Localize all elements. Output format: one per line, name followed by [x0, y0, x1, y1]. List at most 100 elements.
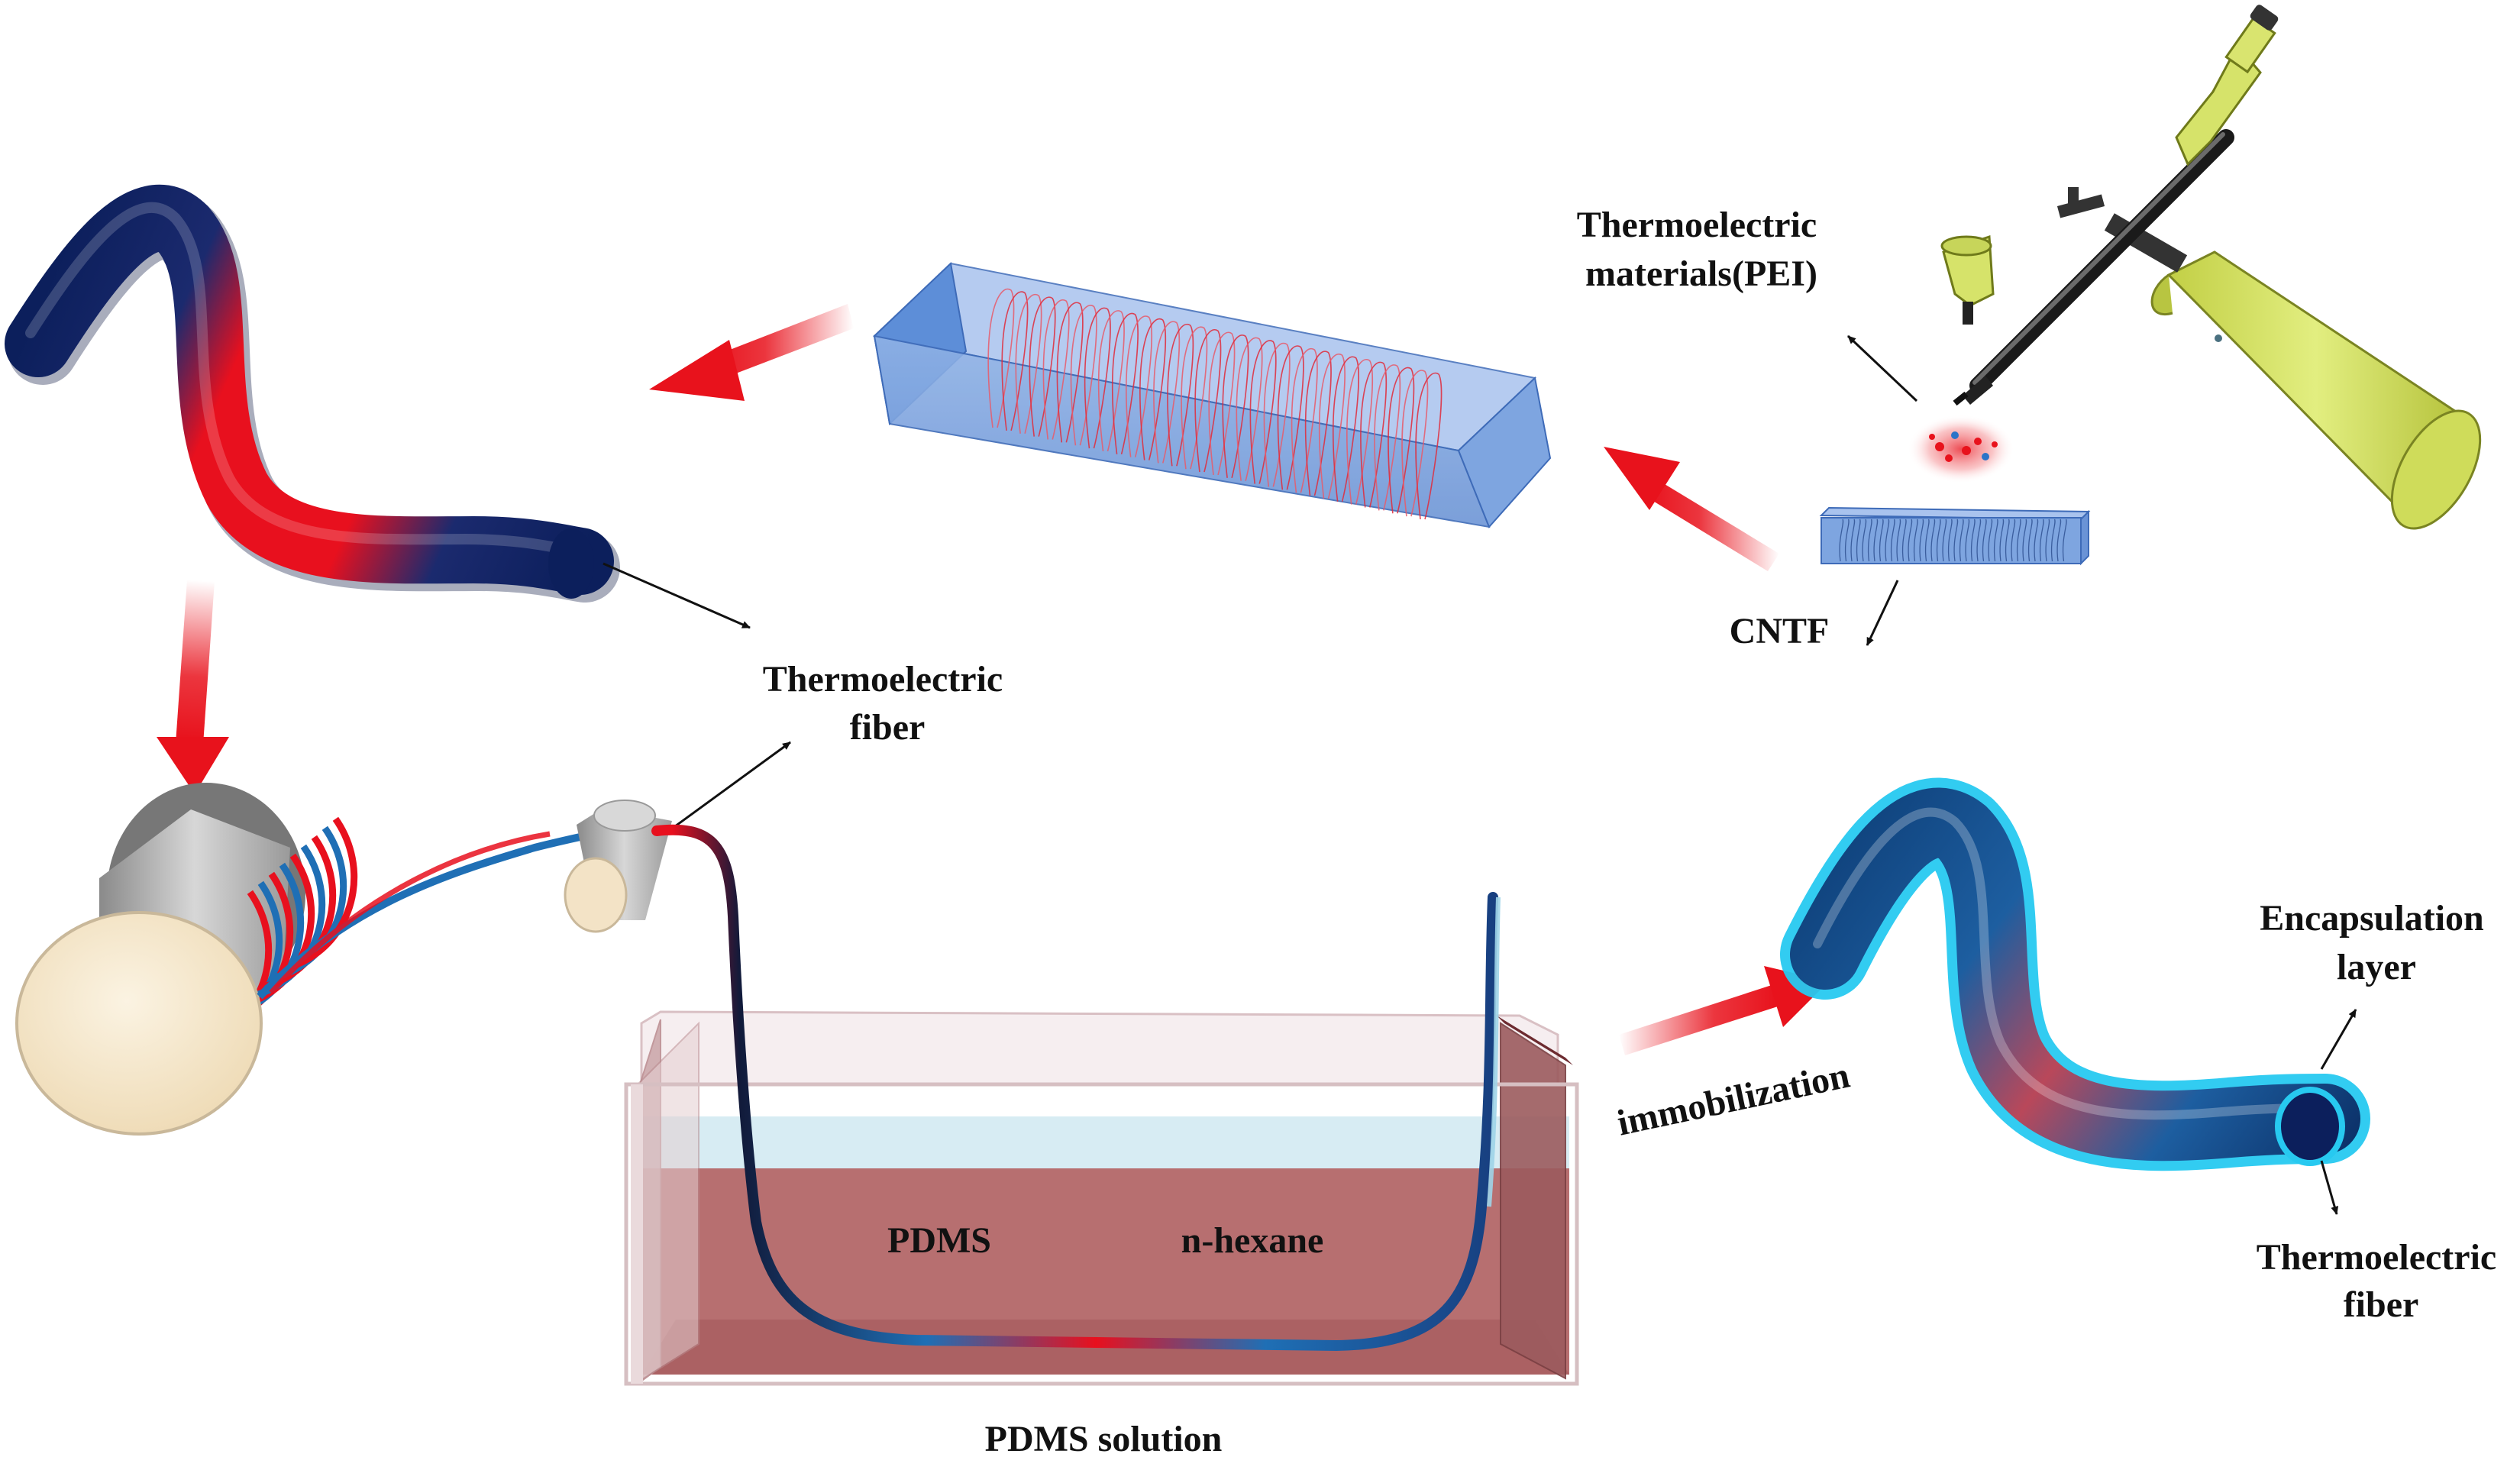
coil-loop: [1153, 321, 1181, 464]
small-coil-loop: [1999, 519, 2005, 562]
small-coil-loop: [2011, 519, 2016, 562]
pdms-bath: [624, 1010, 1579, 1386]
coil-loop: [1001, 291, 1029, 431]
small-coil-loop: [1879, 519, 1884, 562]
coil-loop: [1388, 367, 1415, 514]
pdms-label: PDMS: [887, 1220, 991, 1261]
encapsulated-thermoelectric-fiber: [1780, 777, 2370, 1171]
thermoelectric-fiber-top-left: [5, 185, 620, 603]
process-arrow-left: [649, 304, 854, 401]
fiber-end-cap: [548, 528, 594, 599]
coil-loop: [1029, 296, 1056, 437]
coil-loop: [1304, 351, 1332, 496]
small-coil-loop: [2016, 519, 2021, 562]
coil-loop: [1346, 359, 1373, 505]
fiber-leader-line: [603, 562, 751, 629]
small-coil-loop: [1890, 519, 1895, 562]
coil-loop: [1318, 354, 1346, 499]
small-coil-loop: [2034, 519, 2039, 562]
small-coil-loop: [2050, 519, 2056, 562]
coil-loop: [1126, 315, 1152, 457]
encapsulated-fiber-end-cap: [2275, 1087, 2345, 1166]
coil-loop: [987, 288, 1015, 428]
small-coil-loop: [2039, 519, 2044, 562]
coil-loop: [1194, 329, 1222, 473]
small-coil-loop: [2027, 519, 2033, 562]
small-coil-loop: [2022, 519, 2027, 562]
cntf-coil: [987, 288, 1443, 520]
coil-loop: [1401, 370, 1429, 517]
coil-loop: [1208, 331, 1236, 476]
small-coil-loop: [1924, 519, 1930, 562]
small-coil-loop: [1959, 519, 1964, 562]
spray-particles: [1908, 415, 2014, 483]
thermoelectric-materials-label: Thermoelectric materials(PEI): [1577, 205, 1826, 294]
fiber-through-bath: [651, 824, 1498, 1352]
small-coil-loop: [1850, 519, 1856, 562]
coil-loop: [1332, 356, 1359, 502]
cntf-leader-line: [1866, 580, 1899, 646]
process-arrow-down: [157, 579, 229, 794]
coil-loop: [1056, 302, 1084, 443]
coil-loop: [1097, 310, 1125, 452]
coil-loop: [1277, 345, 1304, 490]
small-coil-loop: [1953, 519, 1959, 562]
spool-to-roller-fiber-red: [269, 831, 551, 995]
small-coil-loop: [1856, 519, 1861, 562]
small-coil-loop: [1982, 519, 1987, 562]
cntf-substrate: [1819, 506, 2091, 566]
roller-leader-line: [671, 741, 791, 830]
coil-loop: [1263, 342, 1291, 487]
small-coil-loop: [1908, 519, 1913, 562]
encapsulation-layer-label: Encapsulation layer: [2260, 898, 2493, 987]
process-arrow-up-left: [1604, 447, 1779, 571]
coil-loop: [1222, 334, 1249, 479]
small-coil-loop: [1965, 519, 1970, 562]
small-coil-loop: [1947, 519, 1953, 562]
small-coil-loop: [1919, 519, 1924, 562]
small-coil-loop: [2005, 519, 2010, 562]
coated-cntf-glass-box: [872, 261, 1552, 528]
small-coil-loop: [1862, 519, 1867, 562]
thermoelectric-fiber-label-top: Thermoelectric fiber: [763, 659, 1012, 748]
small-coil-loop: [1885, 519, 1890, 562]
coil-loop: [1181, 326, 1208, 470]
coil-loop: [1374, 364, 1401, 511]
airbrush-icon: [1940, 5, 2482, 530]
n-hexane-layer: [641, 1116, 1569, 1168]
n-hexane-label: n-hexane: [1181, 1220, 1324, 1261]
small-coil-loop: [1873, 519, 1879, 562]
encapsulation-leader-line: [2320, 1009, 2357, 1070]
materials-leader-line: [1846, 334, 1918, 402]
coil-loop: [1360, 361, 1388, 508]
small-coil-loop: [1913, 519, 1918, 562]
coil-loop: [1167, 324, 1194, 467]
small-coil-loop: [1844, 519, 1850, 562]
small-coil-loop: [1839, 519, 1844, 562]
small-coil-loop: [1936, 519, 1941, 562]
small-coil-loop: [2056, 519, 2062, 562]
small-coil-loop: [2045, 519, 2050, 562]
coil-loop: [1249, 340, 1277, 484]
coil-loop: [1042, 299, 1070, 440]
pdms-solution-label: PDMS solution: [985, 1419, 1223, 1459]
small-coil-loop: [2062, 519, 2067, 562]
coil-loop: [1084, 307, 1111, 449]
spool-icon: [15, 772, 358, 1136]
coil-loop: [1112, 312, 1139, 455]
coil-loop: [1415, 372, 1443, 520]
small-coil-loop: [1930, 519, 1936, 562]
fiber-right-leader-line: [2320, 1160, 2339, 1215]
small-coil-loop: [1976, 519, 1982, 562]
small-coil-loop: [1867, 519, 1872, 562]
small-coil-loop: [1901, 519, 1907, 562]
small-coil-loop: [1896, 519, 1901, 562]
thermoelectric-fiber-label-right: Thermoelectric fiber: [2257, 1237, 2505, 1325]
small-coil-loop: [1942, 519, 1947, 562]
coil-loop: [1070, 305, 1097, 446]
roller-icon: [564, 800, 672, 933]
coil-loop: [1139, 318, 1167, 460]
small-coil-loop: [1970, 519, 1976, 562]
coil-loop: [1236, 337, 1263, 481]
